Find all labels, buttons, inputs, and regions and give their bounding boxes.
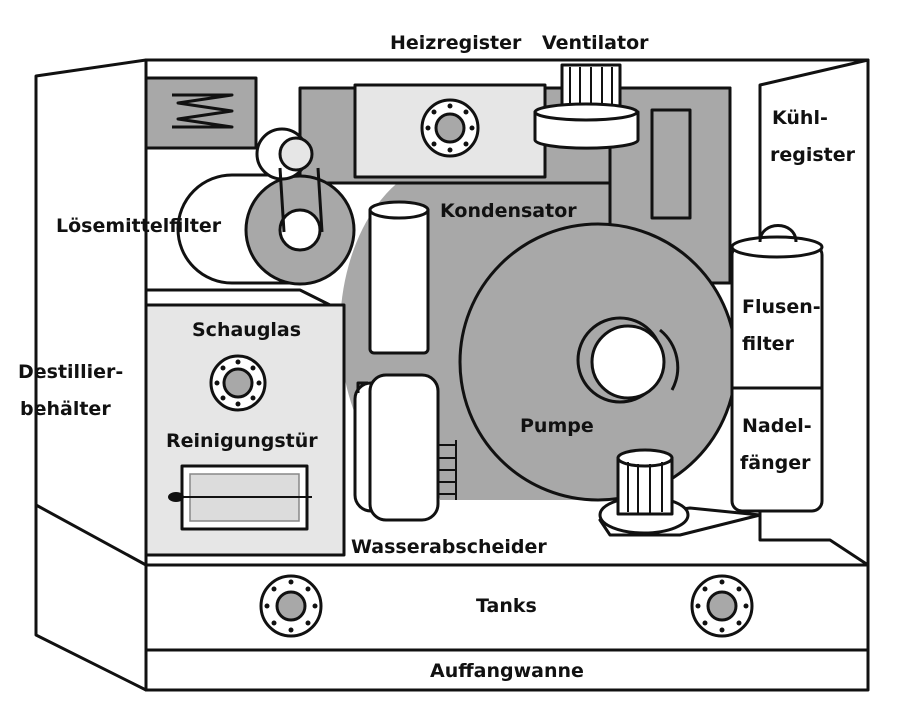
filter-belt — [278, 167, 324, 233]
label-destillierbehaelter-2: behälter — [20, 398, 111, 420]
filter-hub — [278, 208, 322, 252]
label-flusenfilter-2: filter — [742, 333, 795, 355]
label-nadelfaenger-1: Nadel- — [742, 415, 812, 437]
tank-right-flange-icon — [690, 574, 754, 638]
cooling-slot — [650, 108, 692, 220]
label-schauglas: Schauglas — [192, 319, 301, 341]
reinigungstuer-door — [168, 464, 312, 531]
label-loesemittelfilter: Lösemittelfilter — [56, 215, 222, 237]
tank-left-flange-icon — [259, 574, 323, 638]
kondensator-top — [368, 200, 430, 220]
schauglas-icon — [209, 354, 267, 412]
label-tanks: Tanks — [476, 595, 537, 617]
label-auffangwanne: Auffangwanne — [430, 660, 584, 682]
side-panel-seam — [35, 503, 147, 567]
label-destillierbehaelter-1: Destillier- — [18, 361, 123, 383]
label-reinigungstuer: Reinigungstür — [166, 430, 318, 452]
heizregister-flange-icon — [420, 98, 480, 158]
auffangwanne-panel — [144, 648, 870, 692]
spring-box — [144, 76, 258, 150]
schauglas-step — [146, 288, 341, 312]
filter-pulley-inner — [278, 136, 314, 172]
label-nadelfaenger-2: fänger — [740, 452, 811, 474]
flusenfilter-column — [730, 224, 824, 513]
spring-icon — [172, 93, 234, 129]
label-ventilator: Ventilator — [542, 32, 649, 54]
label-wasserabscheider: Wasserabscheider — [351, 536, 547, 558]
motor-icon — [598, 448, 762, 537]
pumpe-rotation-arc — [659, 328, 680, 391]
kondensator-canister — [368, 205, 430, 355]
label-pumpe: Pumpe — [520, 415, 594, 437]
wasserabscheider-icon — [353, 373, 457, 522]
label-kondensator: Kondensator — [440, 200, 577, 222]
pumpe-hub — [590, 324, 666, 400]
label-kuehlregister-2: register — [770, 144, 856, 166]
ventilator-icon — [533, 63, 640, 150]
label-heizregister: Heizregister — [390, 32, 522, 54]
label-kuehlregister-1: Kühl- — [772, 107, 828, 129]
label-flusenfilter-1: Flusen- — [742, 296, 821, 318]
